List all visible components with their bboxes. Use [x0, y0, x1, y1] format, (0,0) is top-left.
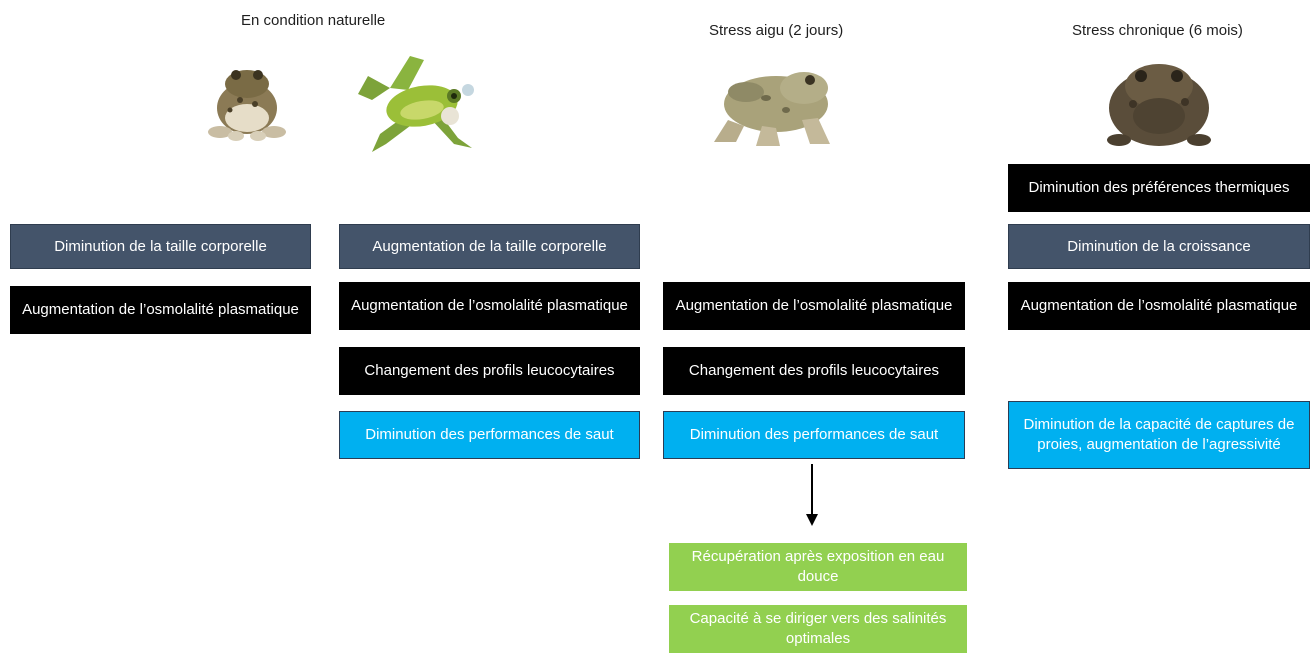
- box-optimal-salinity-seeking: Capacité à se diriger vers des salinités…: [669, 605, 967, 653]
- box-decreased-growth: Diminution de la croissance: [1008, 224, 1310, 269]
- box-decreased-body-size: Diminution de la taille corporelle: [10, 224, 311, 269]
- header-natural: En condition naturelle: [241, 12, 386, 29]
- box-plasma-osmolality-chronic: Augmentation de l’osmolalité plasmatique: [1008, 282, 1310, 330]
- box-thermal-preferences: Diminution des préférences thermiques: [1008, 164, 1310, 212]
- box-jump-performance-acute: Diminution des performances de saut: [663, 411, 965, 459]
- box-increased-body-size: Augmentation de la taille corporelle: [339, 224, 640, 269]
- box-freshwater-recovery: Récupération après exposition en eau dou…: [669, 543, 967, 591]
- down-arrow-icon: [804, 464, 820, 528]
- box-leukocyte-profiles-acute: Changement des profils leucocytaires: [663, 347, 965, 395]
- header-chronic-stress: Stress chronique (6 mois): [1072, 22, 1243, 39]
- frog-icon: [706, 58, 842, 148]
- box-plasma-osmolality-natural-2: Augmentation de l’osmolalité plasmatique: [339, 282, 640, 330]
- header-acute-stress: Stress aigu (2 jours): [709, 22, 844, 39]
- green-frog-icon: [350, 48, 490, 156]
- chronic-toad-icon: [1103, 56, 1215, 150]
- box-plasma-osmolality-natural-1: Augmentation de l’osmolalité plasmatique: [10, 286, 311, 334]
- box-prey-capture-aggressiveness: Diminution de la capacité de captures de…: [1008, 401, 1310, 469]
- toad-icon: [200, 60, 295, 142]
- box-plasma-osmolality-acute: Augmentation de l’osmolalité plasmatique: [663, 282, 965, 330]
- box-leukocyte-profiles-natural: Changement des profils leucocytaires: [339, 347, 640, 395]
- box-jump-performance-natural: Diminution des performances de saut: [339, 411, 640, 459]
